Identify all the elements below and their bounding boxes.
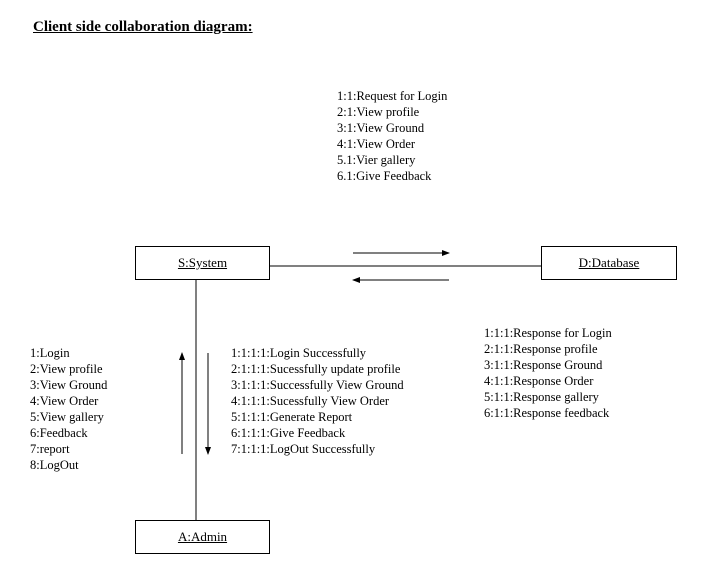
message: 3:View Ground [30,378,108,392]
message: 6:1:1:1:Give Feedback [231,426,346,440]
messages-admin-to-system: 1:Login 2:View profile 3:View Ground 4:V… [30,345,107,473]
message: 1:1:1:Response for Login [484,326,612,340]
message: 3:1:1:1:Successfully View Ground [231,378,404,392]
message: 7:1:1:1:LogOut Successfully [231,442,376,456]
message: 5:1:1:Response gallery [484,390,599,404]
object-system: S:System [135,246,270,280]
message: 5:View gallery [30,410,104,424]
message: 3:1:View Ground [337,121,425,135]
object-system-label: S:System [177,255,228,270]
message: 4:1:View Order [337,137,416,151]
message: 2:1:1:Response profile [484,342,598,356]
message: 4:1:1:Response Order [484,374,594,388]
messages-system-to-admin: 1:1:1:1:Login Successfully 2:1:1:1:Suces… [231,345,404,457]
message: 3:1:1:Response Ground [484,358,603,372]
message: 1:1:1:1:Login Successfully [231,346,367,360]
object-database-label: D:Database [578,255,640,270]
message: 1:1:Request for Login [337,89,448,103]
message: 1:Login [30,346,70,360]
message: 4:View Order [30,394,99,408]
diagram-title: Client side collaboration diagram: [33,19,253,35]
messages-system-to-database: 1:1:Request for Login 2:1:View profile 3… [337,88,447,184]
message: 5:1:1:1:Generate Report [231,410,353,424]
object-database: D:Database [541,246,677,280]
message: 7:report [30,442,70,456]
object-admin-label: A:Admin [177,529,228,544]
message: 6.1:Give Feedback [337,169,432,183]
messages-database-to-system: 1:1:1:Response for Login 2:1:1:Response … [484,325,612,421]
message: 5.1:Vier gallery [337,153,416,167]
message: 8:LogOut [30,458,79,472]
message: 6:Feedback [30,426,88,440]
message: 2:View profile [30,362,103,376]
message: 6:1:1:Response feedback [484,406,610,420]
object-admin: A:Admin [135,520,270,554]
message: 2:1:1:1:Sucessfully update profile [231,362,401,376]
message: 2:1:View profile [337,105,420,119]
message: 4:1:1:1:Sucessfully View Order [231,394,390,408]
